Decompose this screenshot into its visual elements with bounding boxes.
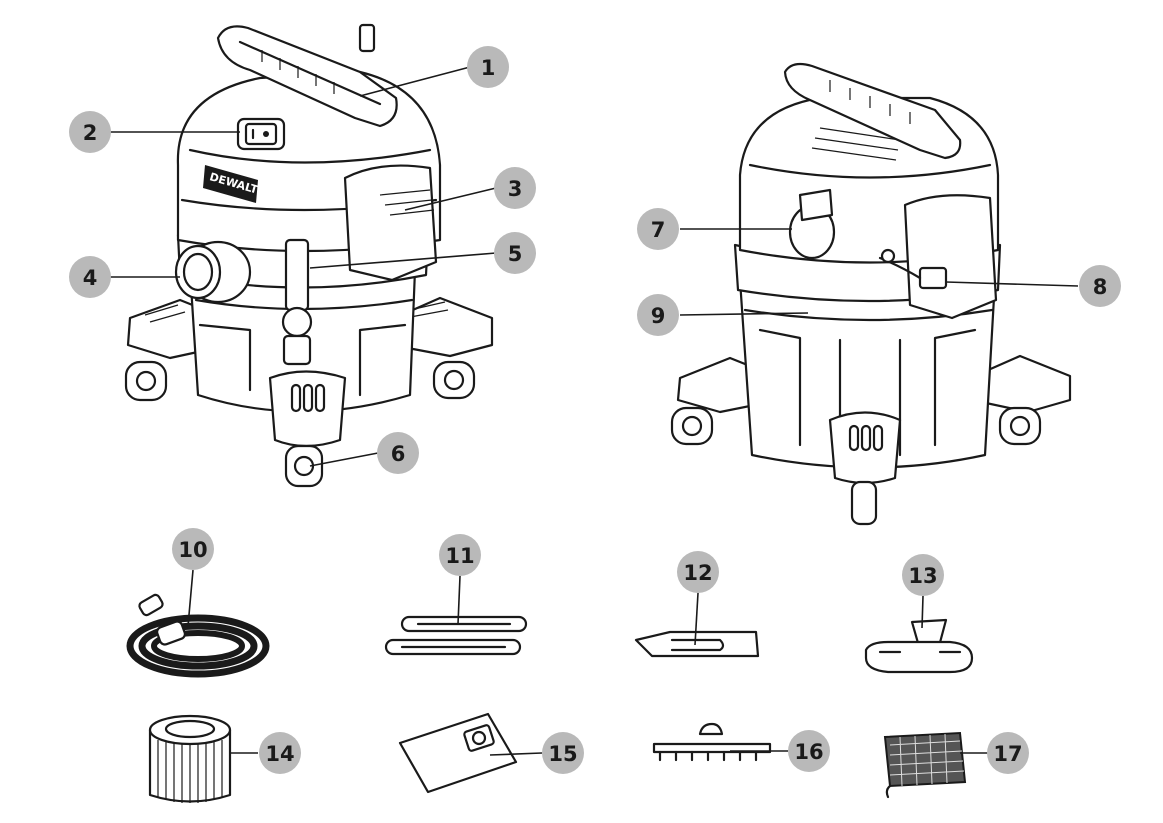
callout-4: 4 [69,256,111,298]
callout-11-label: 11 [445,544,474,568]
hose-accessory [126,593,270,678]
foam-filter [883,731,967,799]
callout-16-label: 16 [794,740,823,764]
callout-8-label: 8 [1093,275,1108,299]
callout-13-label: 13 [908,564,937,588]
utility-nozzle [864,618,974,674]
leader-lines [110,66,1079,756]
callout-3-label: 3 [508,177,523,201]
callout-1-label: 1 [481,56,496,80]
callout-13: 13 [902,554,944,596]
floor-tool [652,722,772,762]
latch-front [281,238,313,366]
callout-14-label: 14 [265,742,294,766]
callout-8: 8 [1079,265,1121,307]
callout-9: 9 [637,294,679,336]
callout-6-label: 6 [391,442,406,466]
caster-right-front [432,360,476,400]
caster-right-rear [998,406,1042,446]
dust-bag [398,712,518,794]
callout-17-label: 17 [993,742,1022,766]
callout-2: 2 [69,111,111,153]
rear-view-caster-housing [828,411,902,526]
callout-15-label: 15 [548,742,577,766]
vacuum-rear-view [670,62,1072,526]
callout-3: 3 [494,167,536,209]
callout-5: 5 [494,232,536,274]
callout-5-label: 5 [508,242,523,266]
extension-wands [384,615,528,656]
callout-10: 10 [172,528,214,570]
hose-inlet [174,240,252,304]
vacuum-front-view: DEWALT [124,23,494,488]
power-switch [236,117,286,151]
blower-port [788,188,836,260]
callout-16: 16 [788,730,830,772]
accessory-storage-front [343,164,438,282]
callout-2-label: 2 [83,121,98,145]
callout-7-label: 7 [651,218,666,242]
callout-7: 7 [637,208,679,250]
cartridge-filter [148,714,232,803]
callout-10-label: 10 [178,538,207,562]
caster-left-front [124,360,168,402]
callout-12: 12 [677,551,719,593]
callout-15: 15 [542,732,584,774]
callout-1: 1 [467,46,509,88]
callout-9-label: 9 [651,304,666,328]
callout-17: 17 [987,732,1029,774]
callout-11: 11 [439,534,481,576]
crevice-tool [634,630,760,658]
caster-left-rear [670,406,714,446]
callout-14: 14 [259,732,301,774]
callout-6: 6 [377,432,419,474]
callout-4-label: 4 [83,266,98,290]
rear-caster-housing [268,370,347,488]
callout-12-label: 12 [683,561,712,585]
cord-wrap [878,194,998,320]
